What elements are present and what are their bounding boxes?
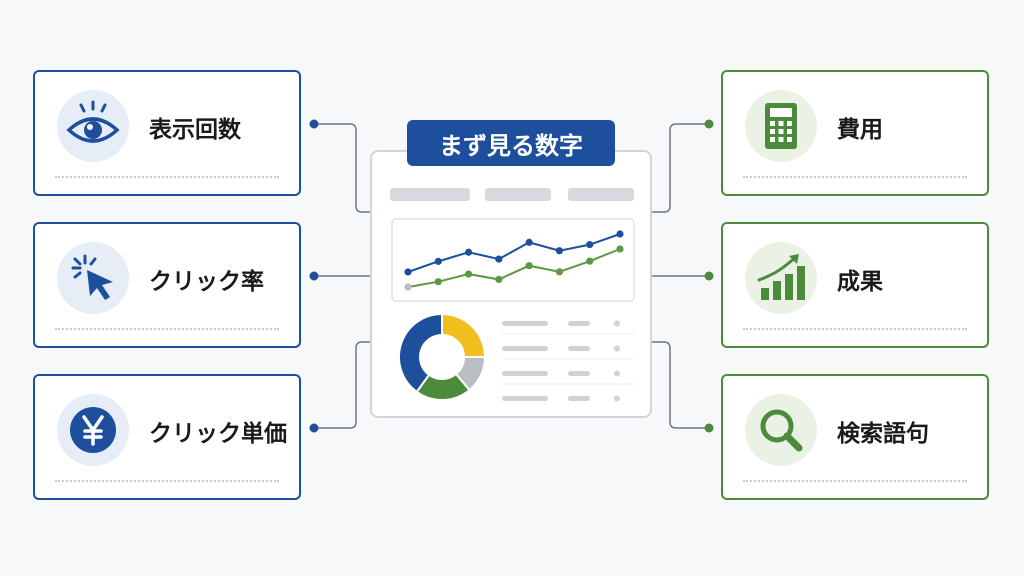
connector-dot-cost: [704, 119, 714, 129]
connector-dot-cpc: [309, 423, 319, 433]
trend-line-green: [407, 248, 621, 288]
donut-slice: [398, 312, 443, 394]
trend-point: [525, 238, 533, 246]
header-bar: [568, 188, 634, 201]
card-label: クリック単価: [149, 421, 287, 447]
trend-point: [525, 262, 533, 270]
trend-point: [555, 268, 564, 276]
card-impressions: 表示回数: [33, 70, 301, 196]
connector-cost: [652, 123, 709, 213]
card-ctr: クリック率: [33, 222, 301, 348]
yen-icon: [57, 394, 129, 466]
calculator-icon: [745, 90, 817, 162]
card-cpc: クリック単価: [33, 374, 301, 500]
connector-cpc: [314, 341, 370, 429]
dashboard-panel: [370, 150, 652, 418]
trend-point: [404, 283, 412, 291]
trend-point: [464, 270, 473, 278]
card-label: 検索語句: [837, 421, 929, 447]
connector-dot-results: [704, 271, 714, 281]
card-search-terms: 検索語句: [721, 374, 989, 500]
card-label: 表示回数: [149, 117, 241, 143]
magnifier-icon: [745, 394, 817, 466]
card-results: 成果: [721, 222, 989, 348]
dotted-divider: [743, 328, 967, 330]
trend-point: [495, 275, 503, 283]
trend-point: [434, 257, 442, 265]
donut-chart: [398, 312, 487, 401]
connector-impressions: [314, 123, 370, 213]
card-label: クリック率: [149, 269, 264, 295]
eye-icon: [57, 90, 129, 162]
center-title: まず見る数字: [407, 120, 615, 166]
trend-point: [555, 247, 564, 255]
trend-point: [616, 230, 624, 238]
trend-point: [495, 255, 503, 263]
connector-dot-impressions: [309, 119, 319, 129]
trend-chart-frame: [391, 218, 635, 302]
connector-search-terms: [652, 341, 709, 429]
header-bar: [390, 188, 470, 201]
trend-point: [464, 248, 473, 256]
dotted-divider: [55, 480, 279, 482]
trend-line-blue: [407, 233, 621, 273]
dotted-divider: [55, 328, 279, 330]
growth-chart-icon: [745, 242, 817, 314]
dotted-divider: [55, 176, 279, 178]
dotted-divider: [743, 480, 967, 482]
trend-point: [586, 257, 594, 265]
header-bar: [485, 188, 551, 201]
connector-dot-ctr: [309, 271, 319, 281]
cursor-click-icon: [57, 242, 129, 314]
trend-point: [616, 245, 624, 253]
donut-slice: [441, 312, 487, 358]
card-cost: 費用: [721, 70, 989, 196]
trend-point: [404, 268, 412, 276]
dotted-divider: [743, 176, 967, 178]
connector-dot-search-terms: [704, 423, 714, 433]
card-label: 成果: [837, 269, 883, 295]
trend-point: [434, 278, 442, 286]
card-label: 費用: [837, 117, 883, 143]
list-rows: [502, 320, 634, 402]
trend-point: [586, 241, 594, 249]
dashboard-illustration: [390, 188, 635, 402]
